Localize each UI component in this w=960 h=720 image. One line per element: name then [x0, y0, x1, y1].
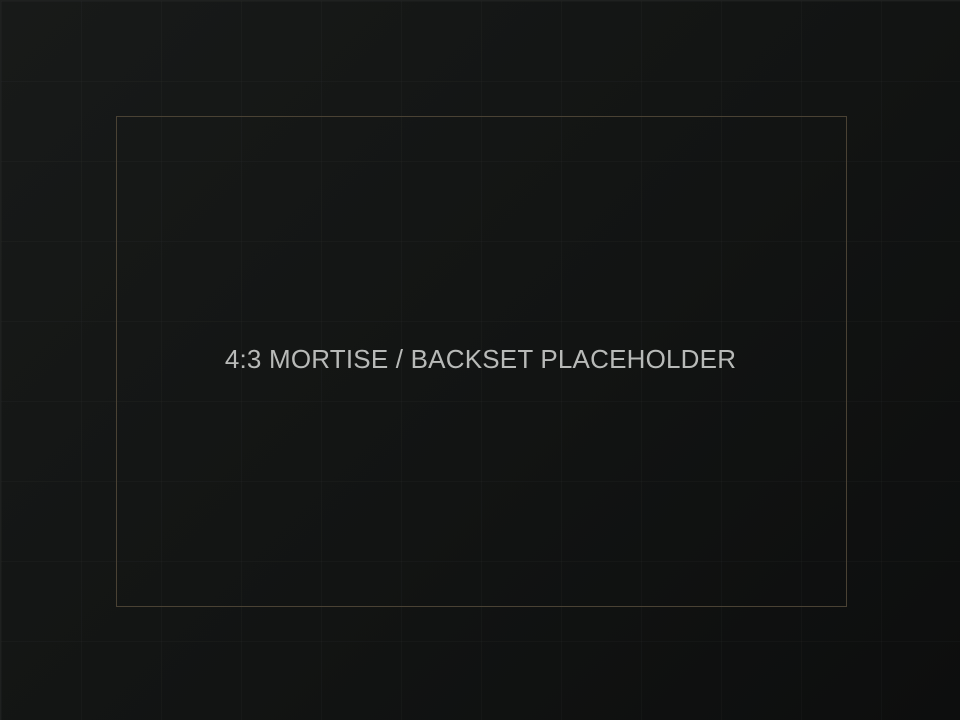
placeholder-label: 4:3 MORTISE / BACKSET PLACEHOLDER	[224, 344, 737, 374]
placeholder-frame	[116, 116, 847, 607]
